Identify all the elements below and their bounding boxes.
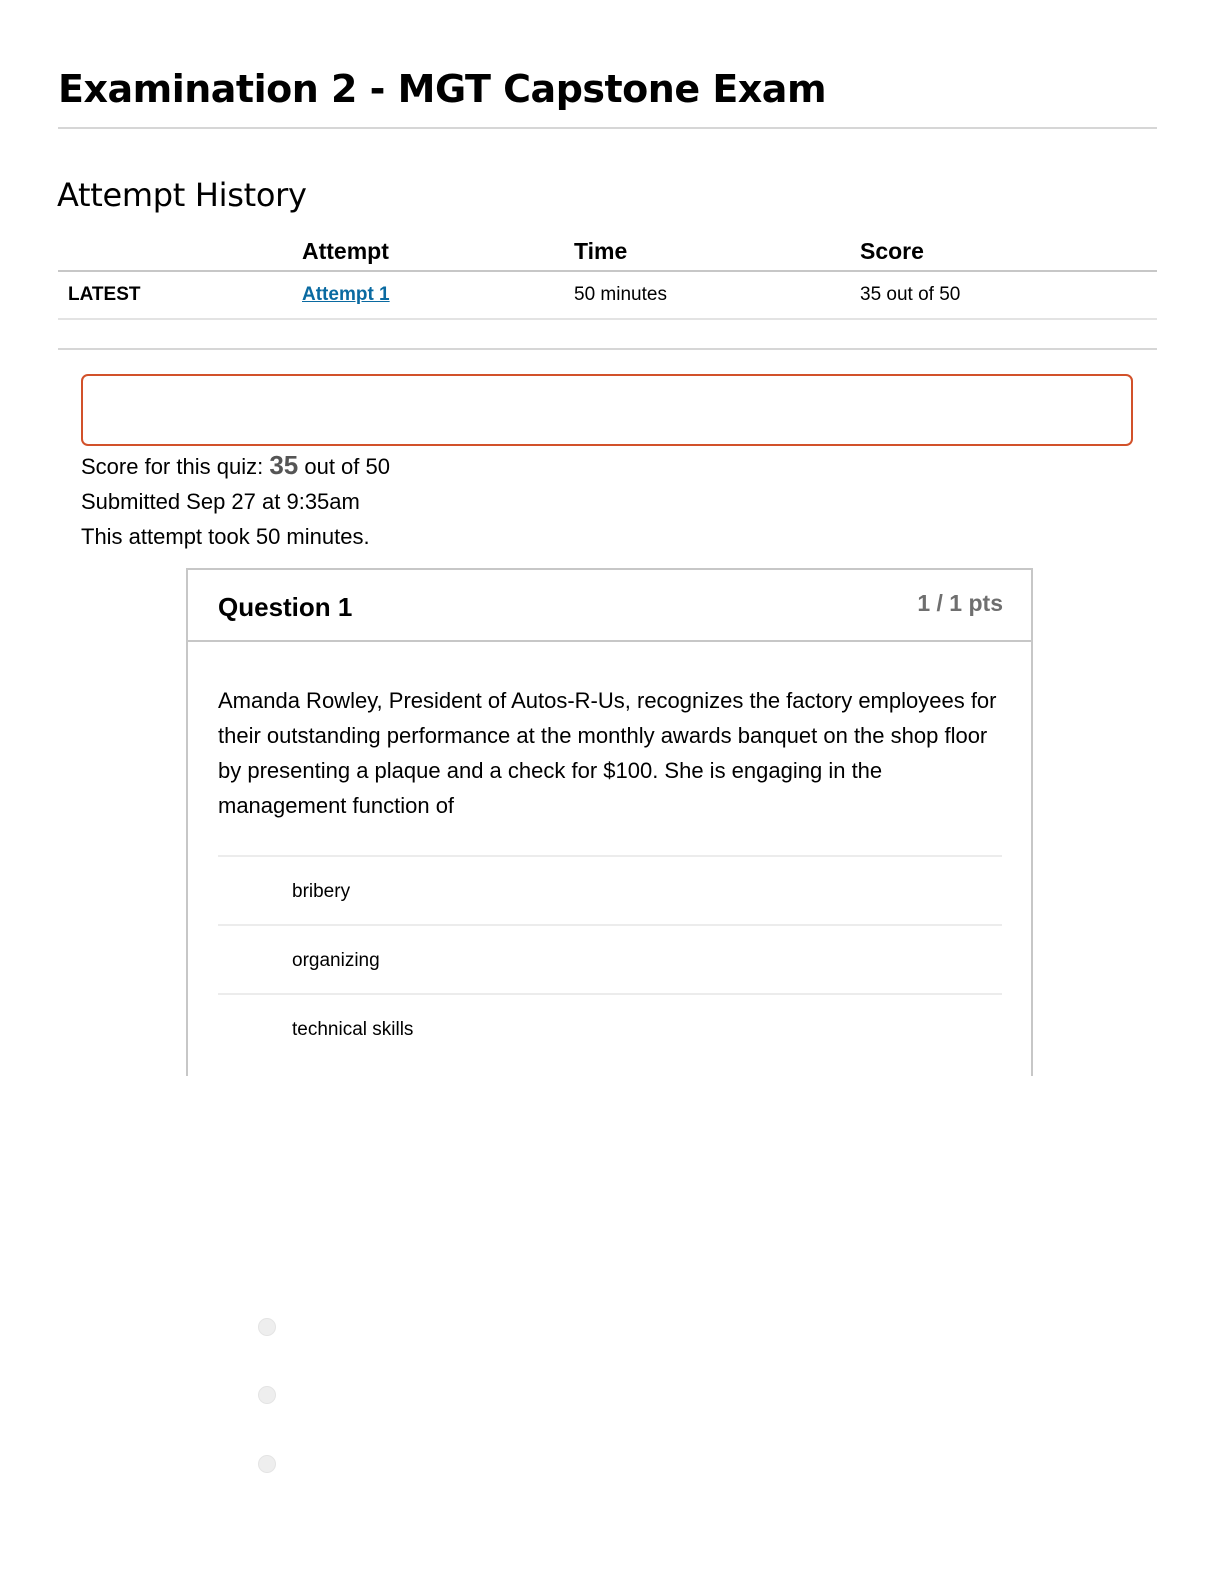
question-header: Question 1 1 / 1 pts (188, 570, 1031, 642)
attempt-history-title: Attempt History (57, 176, 307, 214)
attempt-score: 35 out of 50 (860, 271, 1157, 320)
score-line: Score for this quiz: 35 out of 50 (81, 448, 390, 484)
answer-label: bribery (292, 881, 351, 902)
answer-option[interactable]: technical skills (218, 993, 1002, 1062)
answer-label: organizing (292, 950, 380, 971)
answer-list: bribery organizing technical skills (218, 855, 1002, 1062)
score-suffix: out of 50 (298, 454, 390, 479)
table-row: LATEST Attempt 1 50 minutes 35 out of 50 (58, 271, 1157, 320)
answer-option[interactable]: organizing (218, 924, 1002, 993)
quiz-summary: Score for this quiz: 35 out of 50 Submit… (81, 448, 390, 554)
attempt-link[interactable]: Attempt 1 (302, 284, 390, 305)
section-divider (58, 348, 1157, 350)
table-header-row: Attempt Time Score (58, 232, 1157, 272)
column-header-blank (58, 232, 302, 272)
answer-label: technical skills (292, 1019, 414, 1040)
column-header-score: Score (860, 232, 1157, 272)
submitted-line: Submitted Sep 27 at 9:35am (81, 489, 360, 514)
duration-line: This attempt took 50 minutes. (81, 524, 370, 549)
attempt-time: 50 minutes (574, 271, 860, 320)
score-value: 35 (269, 450, 299, 480)
question-points: 1 / 1 pts (917, 590, 1003, 616)
answer-option[interactable]: bribery (218, 855, 1002, 924)
column-header-time: Time (574, 232, 860, 272)
page-title: Examination 2 - MGT Capstone Exam (58, 67, 827, 111)
question-title: Question 1 (218, 592, 353, 622)
radio-button[interactable] (258, 1386, 276, 1404)
latest-label: LATEST (58, 271, 302, 320)
alert-box (81, 374, 1133, 446)
title-divider (58, 127, 1157, 129)
radio-button[interactable] (258, 1318, 276, 1336)
radio-button[interactable] (258, 1455, 276, 1473)
question-text: Amanda Rowley, President of Autos-R-Us, … (218, 688, 997, 818)
question-card: Question 1 1 / 1 pts Amanda Rowley, Pres… (186, 568, 1033, 1076)
attempt-history-table: Attempt Time Score LATEST Attempt 1 50 m… (58, 232, 1157, 320)
column-header-attempt: Attempt (302, 232, 574, 272)
score-prefix: Score for this quiz: (81, 454, 270, 479)
